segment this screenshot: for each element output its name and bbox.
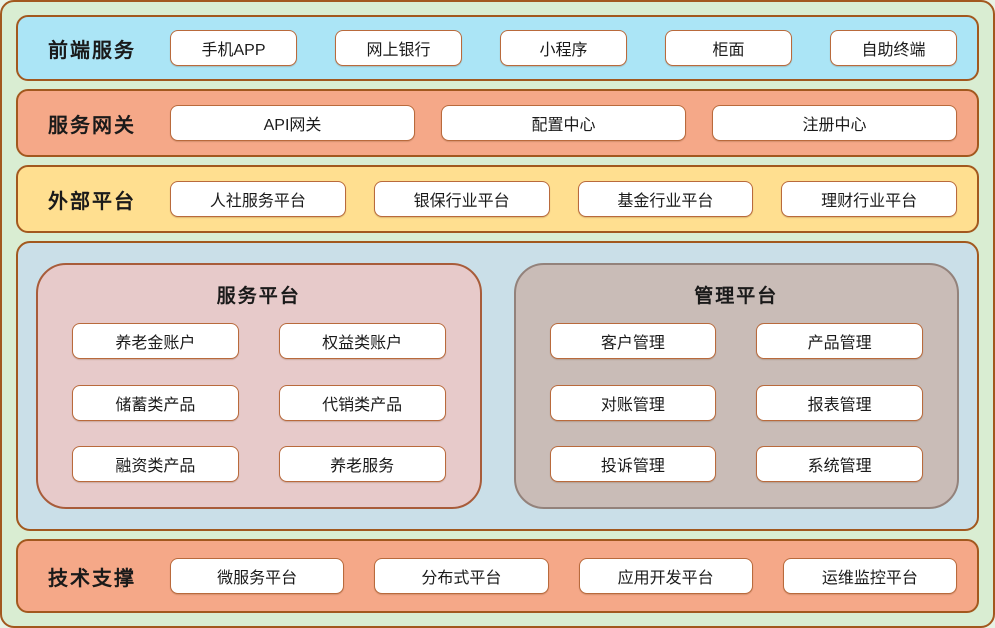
node-mini-program: 小程序	[500, 30, 627, 66]
node-savings-products: 储蓄类产品	[72, 384, 239, 421]
node-config-center: 配置中心	[441, 105, 686, 141]
node-counter: 柜面	[665, 30, 792, 66]
band-items: 人社服务平台 银保行业平台 基金行业平台 理财行业平台	[170, 181, 977, 217]
management-platform-container: 管理平台 客户管理 产品管理 对账管理 报表管理 投诉管理 系统管理	[513, 263, 959, 509]
band-label-support: 技术支撑	[48, 567, 136, 590]
node-complaint-management: 投诉管理	[549, 445, 717, 482]
core-platforms-section: 服务平台 养老金账户 权益类账户 储蓄类产品 代销类产品 融资类产品 养老服务 …	[16, 241, 979, 531]
node-self-service-terminal: 自助终端	[830, 30, 957, 66]
node-registry-center: 注册中心	[712, 105, 957, 141]
node-social-security-platform: 人社服务平台	[170, 181, 346, 217]
band-frontend-services: 前端服务 手机APP 网上银行 小程序 柜面 自助终端	[16, 15, 979, 81]
node-consignment-products: 代销类产品	[278, 384, 446, 421]
node-app-dev-platform: 应用开发平台	[578, 558, 753, 594]
band-external-platforms: 外部平台 人社服务平台 银保行业平台 基金行业平台 理财行业平台	[16, 165, 979, 233]
band-items: 手机APP 网上银行 小程序 柜面 自助终端	[170, 30, 977, 66]
band-label-frontend: 前端服务	[48, 39, 136, 62]
node-product-management: 产品管理	[756, 323, 923, 360]
node-api-gateway: API网关	[170, 105, 415, 141]
node-fund-industry-platform: 基金行业平台	[577, 181, 754, 217]
node-customer-management: 客户管理	[549, 323, 717, 360]
service-platform-container: 服务平台 养老金账户 权益类账户 储蓄类产品 代销类产品 融资类产品 养老服务	[36, 263, 482, 509]
band-items: 微服务平台 分布式平台 应用开发平台 运维监控平台	[170, 558, 977, 594]
management-platform-grid: 客户管理 产品管理 对账管理 报表管理 投诉管理 系统管理	[536, 318, 938, 487]
node-ops-monitoring-platform: 运维监控平台	[782, 558, 957, 594]
node-distributed-platform: 分布式平台	[374, 558, 549, 594]
node-mobile-app: 手机APP	[170, 30, 297, 66]
node-pension-account: 养老金账户	[72, 323, 239, 360]
service-platform-grid: 养老金账户 权益类账户 储蓄类产品 代销类产品 融资类产品 养老服务	[58, 318, 460, 487]
band-service-gateway: 服务网关 API网关 配置中心 注册中心	[16, 89, 979, 157]
node-microservice-platform: 微服务平台	[170, 558, 345, 594]
band-tech-support: 技术支撑 微服务平台 分布式平台 应用开发平台 运维监控平台	[16, 539, 979, 613]
node-wealth-industry-platform: 理财行业平台	[781, 181, 957, 217]
node-system-management: 系统管理	[756, 445, 923, 482]
band-label-external: 外部平台	[48, 190, 136, 213]
node-report-management: 报表管理	[756, 384, 923, 421]
node-online-banking: 网上银行	[335, 30, 462, 66]
management-platform-title: 管理平台	[694, 286, 779, 307]
node-pension-services: 养老服务	[278, 445, 446, 482]
band-items: API网关 配置中心 注册中心	[170, 105, 977, 141]
node-reconciliation-management: 对账管理	[549, 384, 717, 421]
node-financing-products: 融资类产品	[72, 445, 239, 482]
band-label-gateway: 服务网关	[48, 114, 136, 137]
service-platform-title: 服务平台	[216, 286, 301, 307]
node-equity-account: 权益类账户	[278, 323, 446, 360]
node-bancassurance-platform: 银保行业平台	[373, 181, 550, 217]
